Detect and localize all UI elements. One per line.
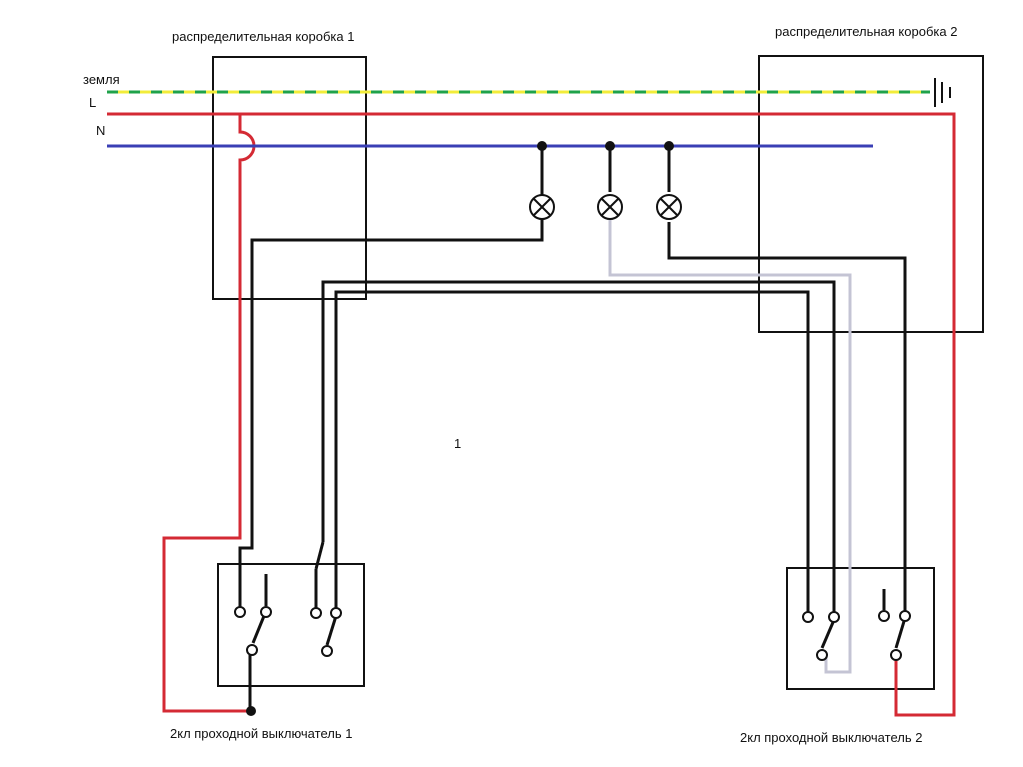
- junction-dot: [246, 706, 256, 716]
- ground-icon: [934, 78, 951, 107]
- terminal: [246, 644, 258, 656]
- terminal: [890, 649, 902, 661]
- junction-dot: [664, 141, 674, 151]
- lamp-icon: [656, 194, 682, 220]
- terminal: [816, 649, 828, 661]
- center-mark: 1: [454, 436, 462, 451]
- box2-label: распределительная коробка 2: [775, 24, 958, 39]
- box1-label: распределительная коробка 1: [172, 29, 355, 44]
- terminal: [878, 610, 890, 622]
- junction-dots: [246, 141, 674, 716]
- switch-housing-2: [786, 567, 935, 690]
- earth-label: земля: [83, 72, 120, 87]
- junction-dot: [605, 141, 615, 151]
- switch1-label: 2кл проходной выключатель 1: [170, 726, 353, 741]
- distribution-box-1: [212, 56, 367, 300]
- switch-housing-1: [217, 563, 365, 687]
- terminal: [234, 606, 246, 618]
- gray-wire: [608, 210, 852, 674]
- terminal: [310, 607, 322, 619]
- terminal: [802, 611, 814, 623]
- terminal: [321, 645, 333, 657]
- terminal: [330, 607, 342, 619]
- black-wires: [238, 146, 907, 711]
- switch-terminals-2: [802, 610, 911, 661]
- lamp-icon: [597, 194, 623, 220]
- distribution-box-2: [758, 55, 984, 333]
- neutral-label: N: [96, 123, 106, 138]
- lamp-icon: [529, 194, 555, 220]
- line-label: L: [89, 95, 97, 110]
- switch-terminals-1: [234, 606, 342, 657]
- terminal: [899, 610, 911, 622]
- junction-dot: [537, 141, 547, 151]
- terminal: [828, 611, 840, 623]
- switch2-label: 2кл проходной выключатель 2: [740, 730, 923, 745]
- phase-wire: [107, 112, 956, 717]
- terminal: [260, 606, 272, 618]
